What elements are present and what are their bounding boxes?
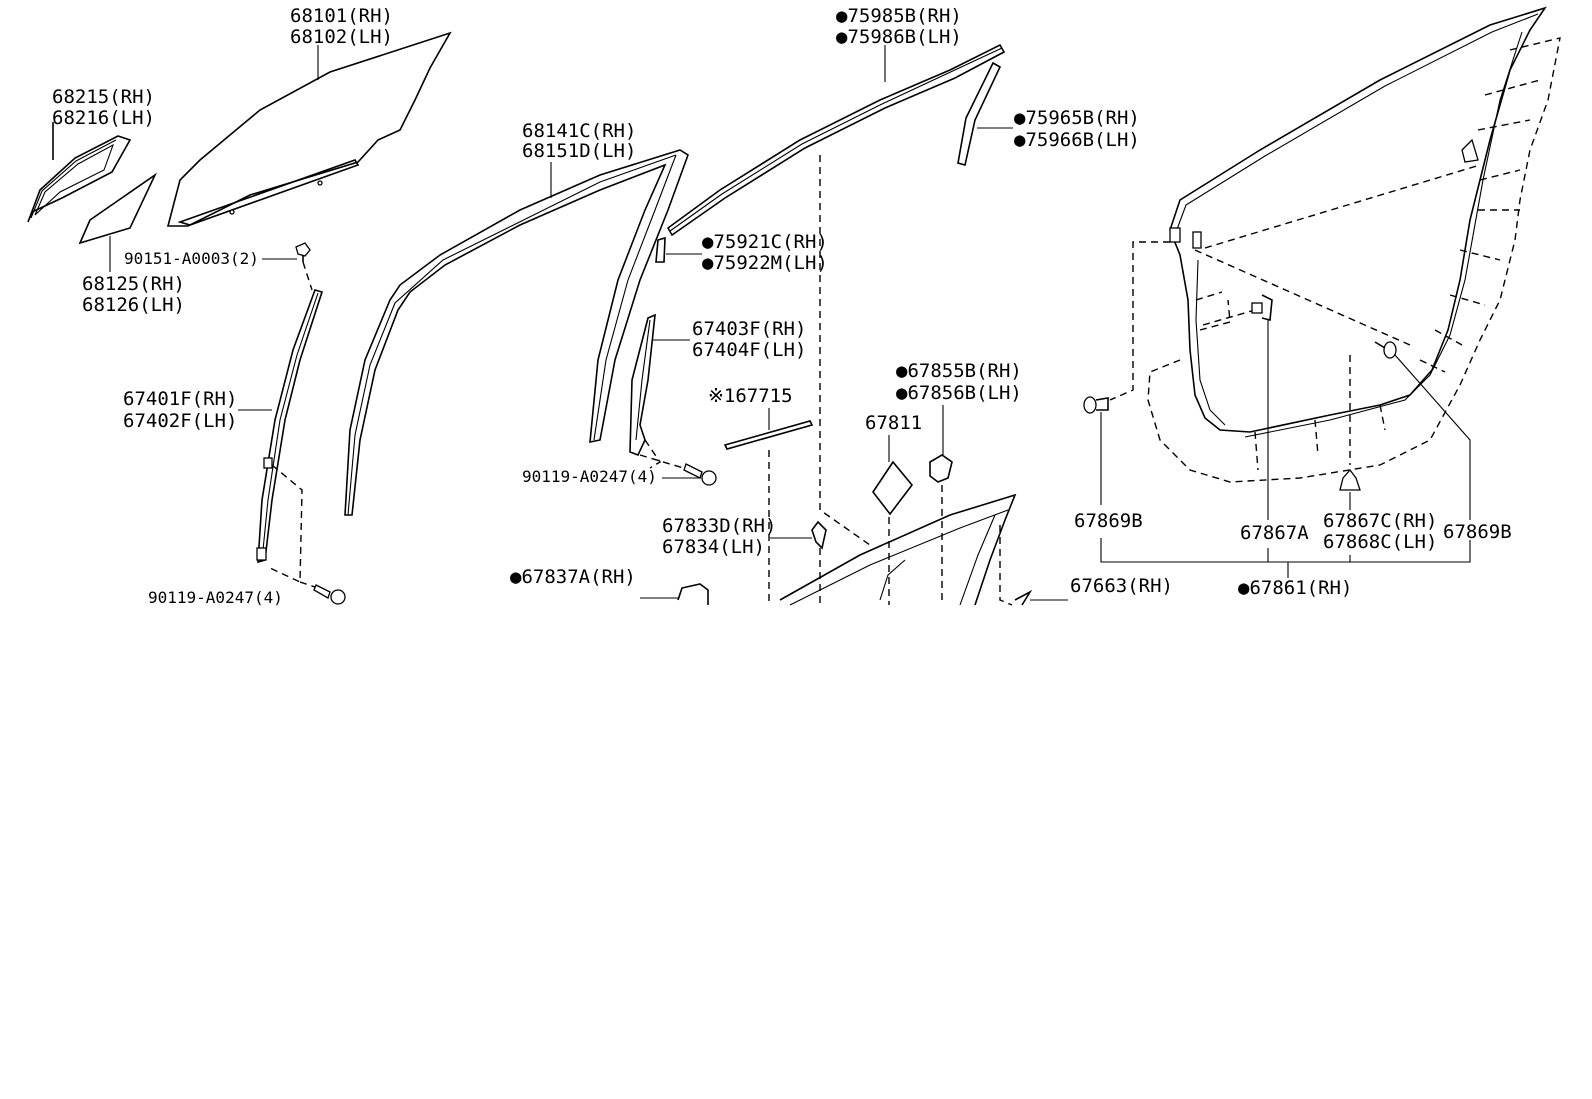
label-67404: 67404F(LH) [692, 339, 806, 361]
strip-67715-part[interactable] [723, 420, 814, 450]
label-67867c: 67867C(RH) [1323, 510, 1437, 532]
dashed-leader [302, 261, 313, 291]
bolt-lower-left-part[interactable] [313, 584, 346, 605]
weatherstrip-dashed-outline [1109, 37, 1561, 483]
label-67837: ●67837A(RH) [510, 566, 636, 588]
clip-67869b-left-part[interactable] [1083, 396, 1109, 414]
clip-67833-part[interactable] [811, 520, 827, 550]
bracket-67837-part[interactable] [677, 583, 709, 605]
blank-area [0, 606, 1592, 1099]
label-75922: ●75922M(LH) [702, 252, 828, 274]
label-68151: 68151D(LH) [522, 140, 636, 162]
label-68215: 68215(RH) [52, 86, 155, 108]
group-bracket-67861 [1100, 538, 1471, 578]
label-68125: 68125(RH) [82, 273, 185, 295]
label-67867a: 67867A [1240, 522, 1309, 544]
clip-67855-part[interactable] [929, 454, 953, 483]
quarter-weatherstrip-part[interactable] [27, 135, 132, 223]
label-75985: ●75985B(RH) [836, 5, 962, 27]
label-67833: 67833D(RH) [662, 515, 776, 537]
rear-run-channel-part[interactable] [256, 289, 324, 564]
dashed-leader [819, 155, 871, 546]
label-67861: ●67861(RH) [1238, 577, 1352, 599]
label-75986: ●75986B(LH) [836, 26, 962, 48]
label-67834: 67834(LH) [662, 536, 765, 558]
label-67869b-left: 67869B [1074, 510, 1143, 532]
label-68126: 68126(LH) [82, 294, 185, 316]
label-75966: ●75966B(LH) [1014, 129, 1140, 151]
labels: 68101(RH) 68102(LH) 68215(RH) 68216(LH) … [52, 5, 1512, 607]
door-glass-part[interactable] [166, 31, 452, 227]
dashed-leader [644, 439, 661, 469]
leader-67869b-right [1394, 354, 1471, 520]
label-90119-left: 90119-A0247(4) [148, 588, 283, 607]
clip-67867c-part[interactable] [1339, 468, 1361, 491]
label-67715: ※167715 [708, 385, 793, 407]
label-68141: 68141C(RH) [522, 120, 636, 142]
label-75965: ●75965B(RH) [1014, 107, 1140, 129]
screw-90151-part[interactable] [295, 242, 311, 262]
clip-67869b-right-part[interactable] [1374, 341, 1397, 359]
label-67869b-right: 67869B [1443, 521, 1512, 543]
label-68101: 68101(RH) [290, 5, 393, 27]
label-67855: ●67855B(RH) [896, 360, 1022, 382]
end-piece-part[interactable] [655, 236, 666, 263]
label-68216: 68216(LH) [52, 107, 155, 129]
seal-67663-part[interactable] [1014, 589, 1033, 606]
label-67811: 67811 [865, 412, 922, 434]
label-67401: 67401F(RH) [123, 388, 237, 410]
dashed-leader [639, 454, 691, 471]
glass-run-part[interactable] [344, 149, 689, 516]
label-90151: 90151-A0003(2) [124, 249, 259, 268]
label-67402: 67402F(LH) [123, 410, 237, 432]
label-90119-middle: 90119-A0247(4) [522, 467, 657, 486]
clip-67867a-part[interactable] [1251, 294, 1273, 322]
pad-67811-part[interactable] [872, 460, 914, 516]
dashed-leader [999, 525, 1013, 606]
label-67663: 67663(RH) [1070, 575, 1173, 597]
label-67856: ●67856B(LH) [896, 382, 1022, 404]
bolt-middle-part[interactable] [683, 463, 717, 486]
belt-moulding-part[interactable] [666, 43, 1006, 237]
label-75921: ●75921C(RH) [702, 231, 828, 253]
quarter-glass-part[interactable] [78, 172, 157, 245]
front-run-channel-part[interactable] [629, 313, 656, 457]
label-68102: 68102(LH) [290, 26, 393, 48]
door-weatherstrip-part[interactable] [1169, 6, 1547, 438]
label-67403: 67403F(RH) [692, 318, 806, 340]
door-frame-part[interactable] [779, 493, 1017, 606]
label-67868c: 67868C(LH) [1323, 531, 1437, 553]
frame-moulding-part[interactable] [957, 61, 1002, 167]
dashed-leader [269, 464, 303, 584]
